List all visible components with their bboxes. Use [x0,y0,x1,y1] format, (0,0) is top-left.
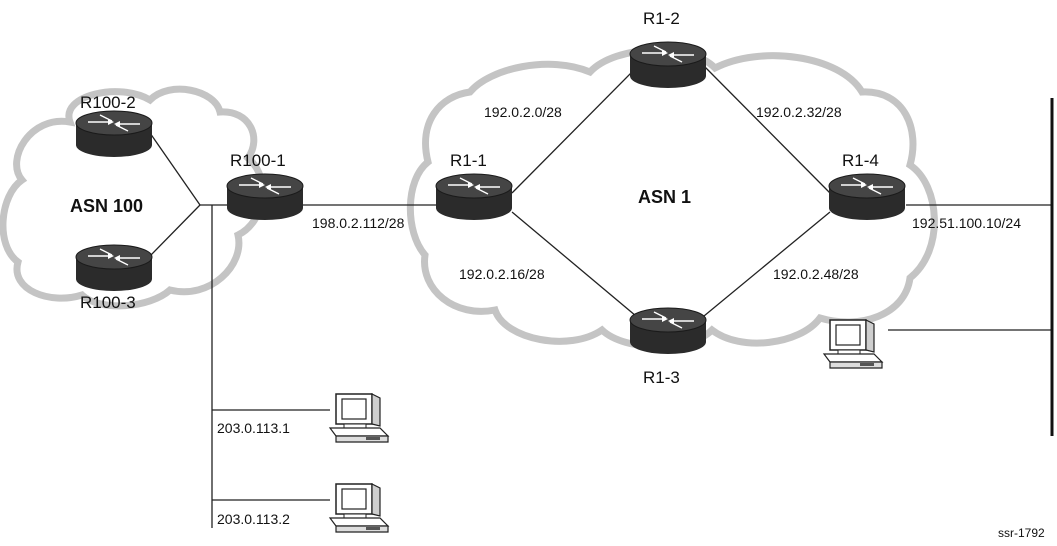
subnet-label-r100-1-r1-1: 198.0.2.112/28 [312,215,405,231]
router-icon-r100-1 [226,173,304,221]
router-label-r100-3: R100-3 [80,293,136,312]
subnet-label-r1-4-lan: 192.51.100.10/24 [912,215,1021,231]
computer-icon-host-lan [823,319,883,369]
subnet-label-r1-1-r1-2: 192.0.2.0/28 [484,104,562,120]
router-label-r100-1: R100-1 [230,151,286,170]
figure-id: ssr-1792 [998,526,1045,540]
router-icon-r100-2 [75,110,153,158]
host-ip-label-1: 203.0.113.1 [217,420,290,436]
cloud-asn-100 [0,85,267,310]
router-icon-r1-1 [435,173,513,221]
router-label-r1-2: R1-2 [643,9,680,28]
subnet-label-r1-1-r1-3: 192.0.2.16/28 [459,266,545,282]
computer-icon-host-1 [329,393,389,443]
router-icon-r100-3 [75,244,153,292]
router-label-r1-1: R1-1 [450,151,487,170]
router-label-r1-4: R1-4 [842,151,879,170]
subnet-label-r1-3-r1-4: 192.0.2.48/28 [773,266,859,282]
asn-label-100: ASN 100 [70,196,144,216]
asn-label-1: ASN 1 [638,187,692,207]
computer-icon-host-2 [329,483,389,533]
host-ip-label-2: 203.0.113.2 [217,511,290,527]
subnet-label-r1-2-r1-4: 192.0.2.32/28 [756,104,842,120]
router-icon-r1-4 [828,173,906,221]
router-label-r1-3: R1-3 [643,368,680,387]
router-icon-r1-3 [629,307,707,355]
network-links [149,65,1052,528]
router-label-r100-2: R100-2 [80,93,136,112]
router-icon-r1-2 [629,41,707,89]
